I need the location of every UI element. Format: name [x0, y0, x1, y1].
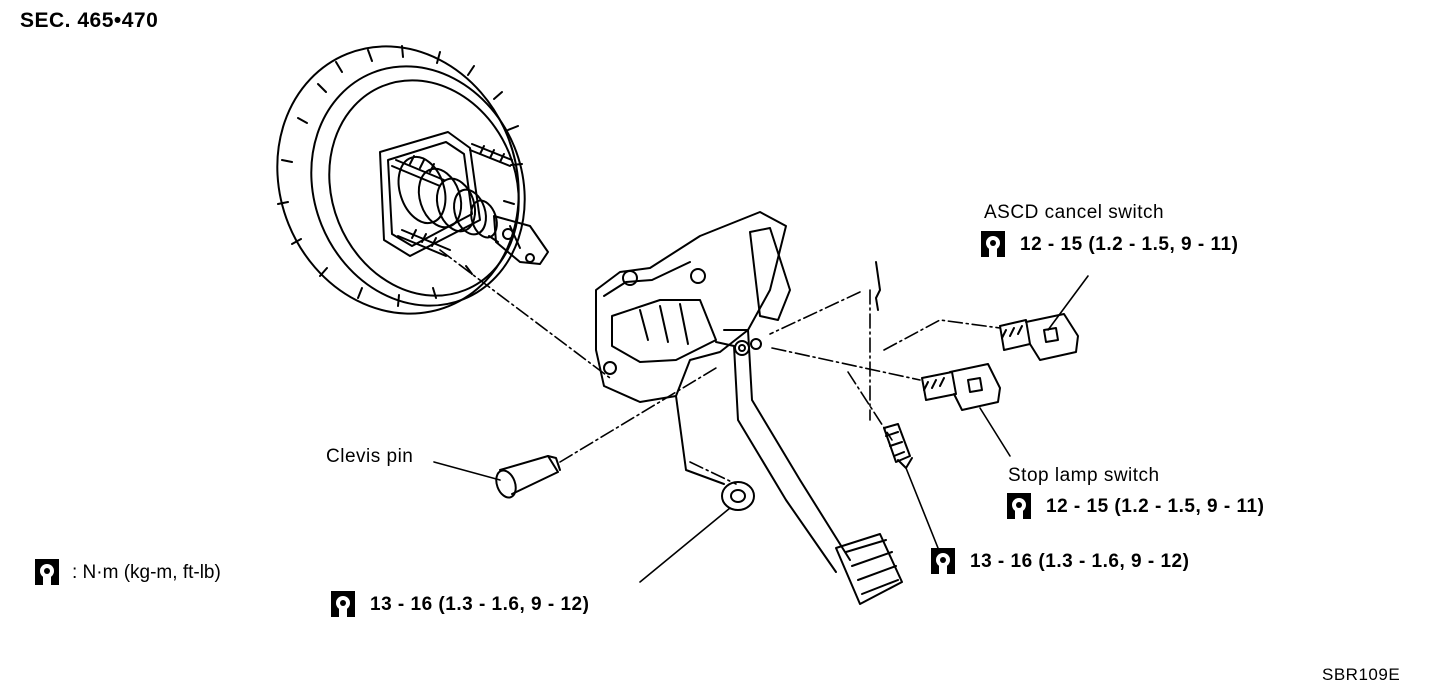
clevis-nut-torque-value: 13 - 16 (1.3 - 1.6, 9 - 12) [370, 593, 590, 615]
brake-pedal [715, 329, 903, 605]
pedal-bracket [595, 211, 791, 485]
torque-legend: : N·m (kg-m, ft-lb) [34, 558, 221, 586]
section-number: SEC. 465•470 [20, 9, 159, 32]
leader-lines [433, 275, 1089, 583]
figure-code: SBR109E [1322, 665, 1401, 684]
ascd-torque-value: 12 - 15 (1.2 - 1.5, 9 - 11) [1020, 233, 1239, 255]
ascd-torque-spec: 12 - 15 (1.2 - 1.5, 9 - 11) [980, 230, 1238, 258]
bracket-stud [875, 261, 881, 311]
torque-legend-text: : N·m (kg-m, ft-lb) [72, 561, 221, 583]
stop-lamp-switch-part [921, 363, 1001, 411]
pedal-bolt-torque-spec: 13 - 16 (1.3 - 1.6, 9 - 12) [930, 547, 1189, 575]
clevis-pin-label: Clevis pin [326, 446, 414, 467]
stop-lamp-switch-label: Stop lamp switch [1008, 465, 1160, 486]
torque-wrench-icon [1007, 493, 1031, 520]
clevis-nut-torque-spec: 13 - 16 (1.3 - 1.6, 9 - 12) [330, 590, 589, 618]
pedal-bolt-torque-value: 13 - 16 (1.3 - 1.6, 9 - 12) [970, 550, 1190, 572]
pedal-bolt-part [883, 423, 913, 469]
torque-wrench-icon [35, 559, 59, 586]
torque-wrench-icon [931, 548, 955, 575]
brake-booster [276, 45, 549, 315]
torque-wrench-icon [981, 231, 1005, 258]
ascd-cancel-switch-part [999, 313, 1079, 361]
assembly-lines [439, 249, 1001, 485]
ascd-cancel-switch-label: ASCD cancel switch [984, 202, 1165, 223]
stop-lamp-torque-spec: 12 - 15 (1.2 - 1.5, 9 - 11) [1006, 492, 1264, 520]
torque-wrench-icon [331, 591, 355, 618]
clevis-pin-part [495, 455, 561, 499]
stop-lamp-torque-value: 12 - 15 (1.2 - 1.5, 9 - 11) [1046, 495, 1265, 517]
clevis-nut-part [721, 481, 755, 511]
